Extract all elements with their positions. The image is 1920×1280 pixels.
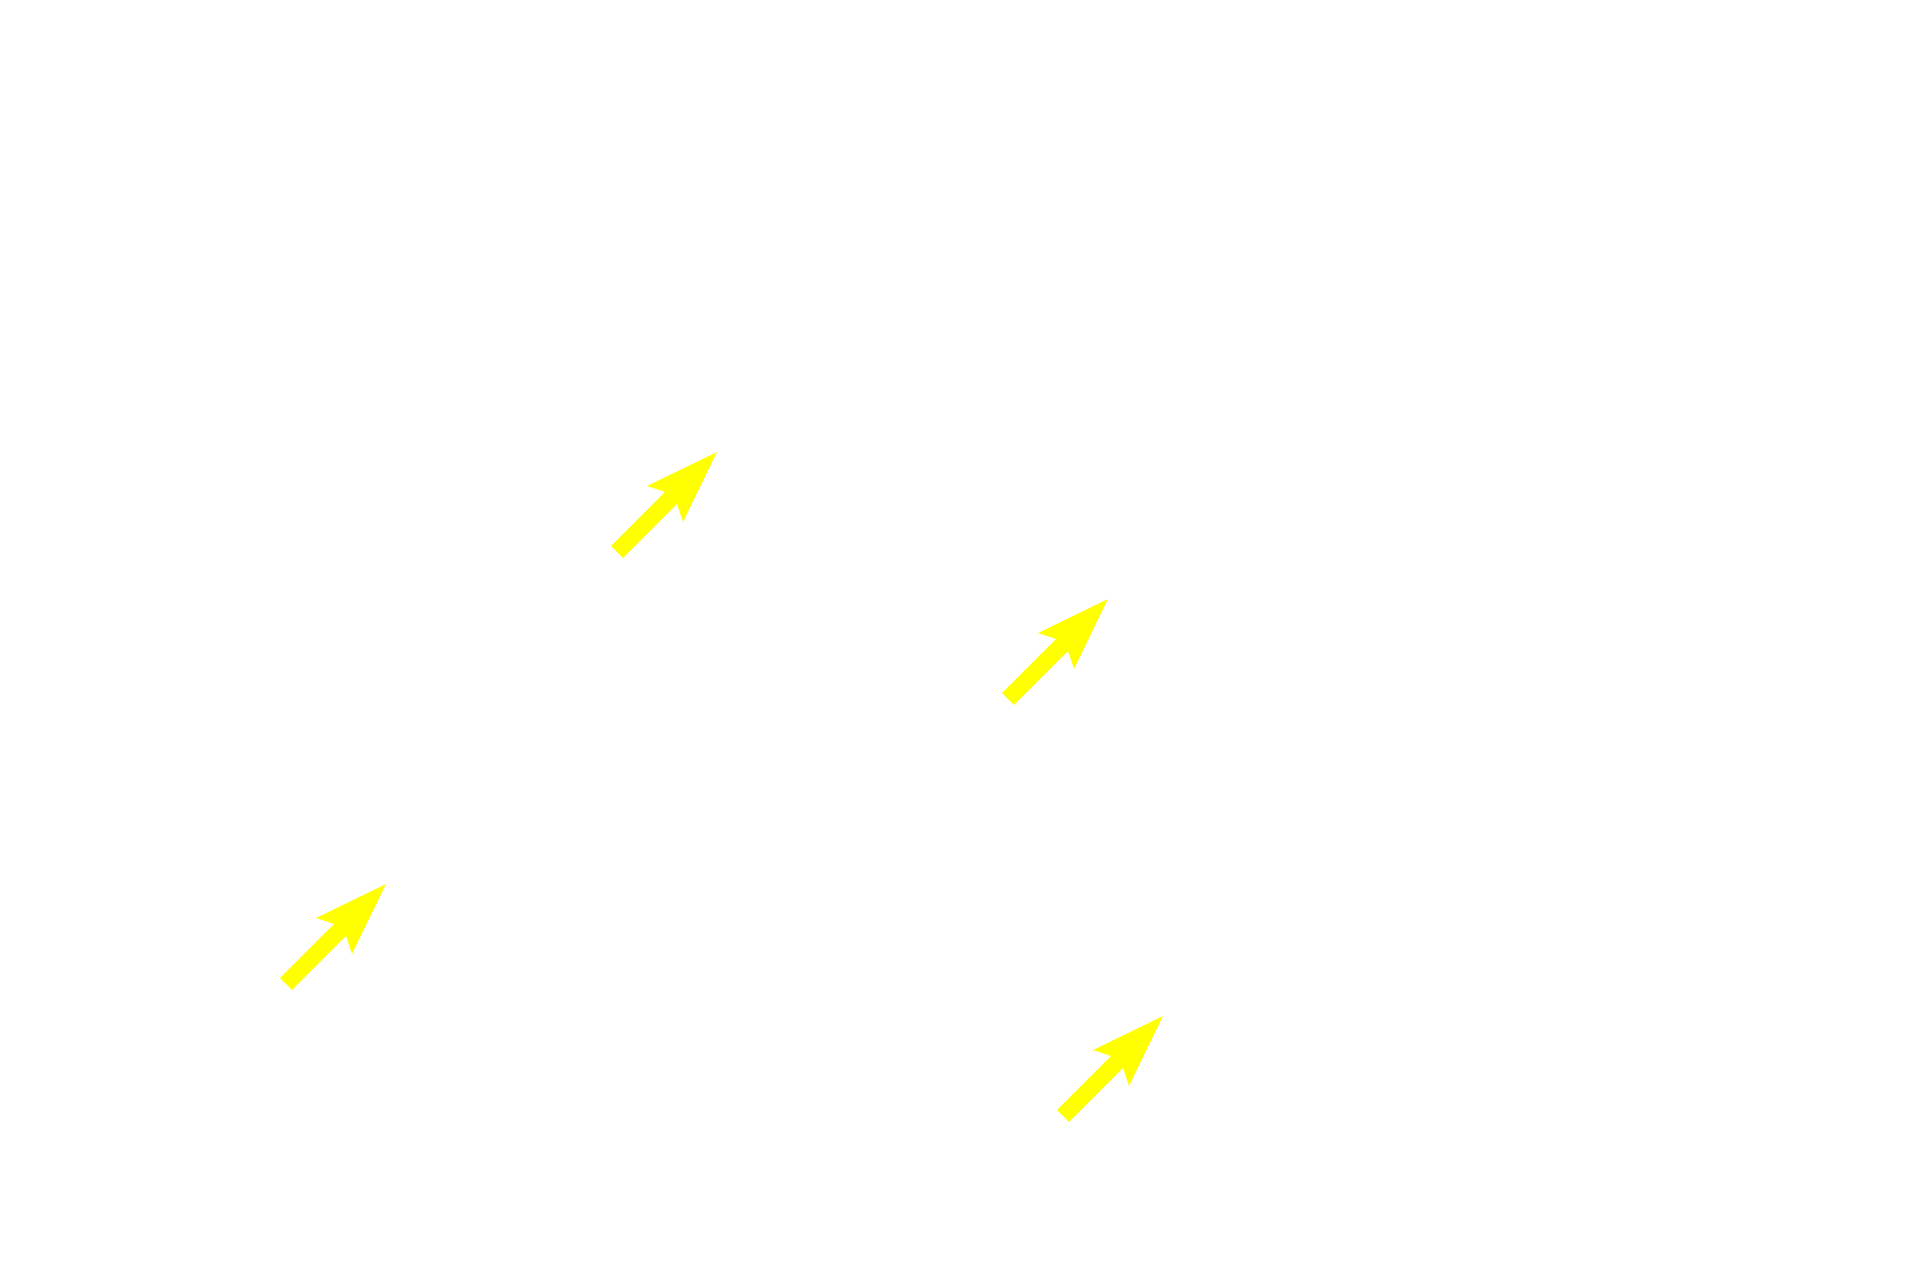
- arrow-up-right-icon: [280, 884, 386, 990]
- arrow-up-right-icon: [1057, 1016, 1163, 1122]
- arrow-up-right-icon: [611, 452, 717, 558]
- arrow-up-right-icon: [1002, 599, 1108, 705]
